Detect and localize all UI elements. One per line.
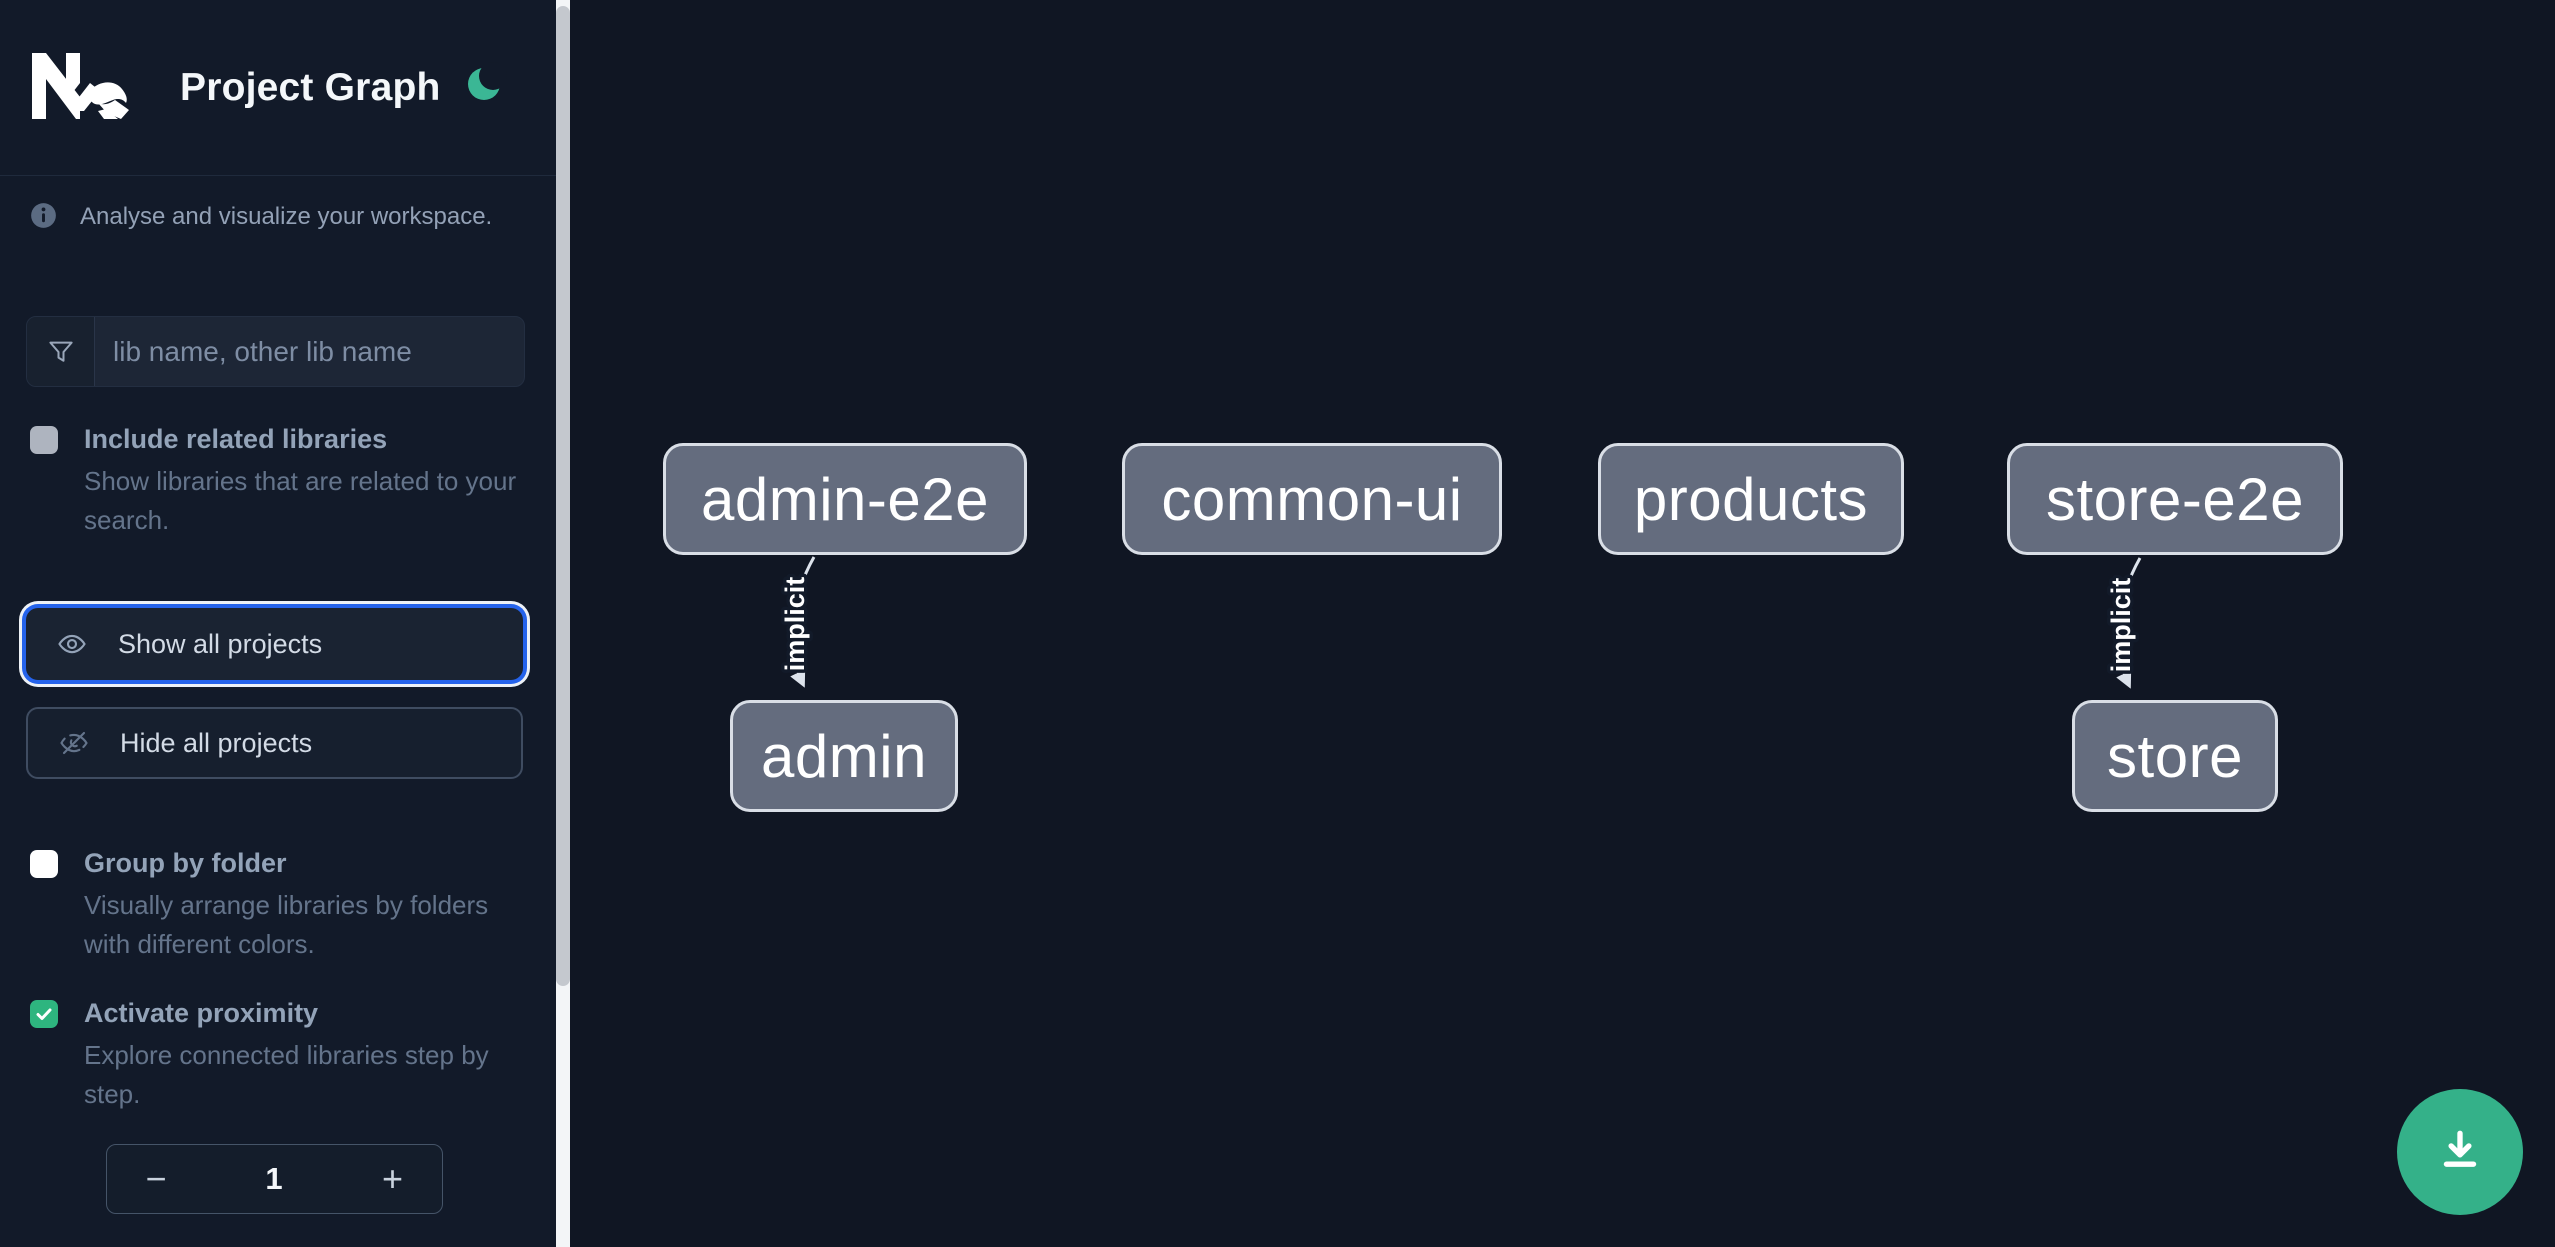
check-icon: [36, 1008, 52, 1020]
option-label: Include related libraries: [84, 424, 388, 454]
download-icon: [2443, 1130, 2477, 1167]
edge-label-admin-e2e-admin: implicit: [780, 577, 810, 672]
graph-edge-admin-e2e-admin: [790, 556, 816, 688]
increment-button[interactable]: +: [343, 1145, 442, 1213]
graph-node-admin[interactable]: admin: [730, 700, 958, 812]
sidebar-scrollbar[interactable]: [556, 0, 570, 1247]
option-description: Show libraries that are related to your …: [84, 466, 517, 535]
search-input[interactable]: [95, 317, 524, 386]
graph-node-store-e2e[interactable]: store-e2e: [2007, 443, 2343, 555]
option-label: Group by folder: [84, 848, 287, 878]
sidebar-header: Project Graph: [0, 0, 556, 176]
graph-node-admin-e2e[interactable]: admin-e2e: [663, 443, 1027, 555]
theme-toggle-button[interactable]: [462, 60, 510, 108]
eye-off-icon: [60, 731, 88, 755]
graph-edges-layer: implicit implicit: [777, 556, 2142, 689]
filter-funnel-icon: [27, 317, 95, 386]
option-description: Explore connected libraries step by step…: [84, 1040, 489, 1109]
option-description: Visually arrange libraries by folders wi…: [84, 890, 489, 959]
header-divider: [0, 175, 556, 176]
search-box: [26, 316, 525, 387]
show-all-projects-label: Show all projects: [118, 628, 323, 659]
graph-node-store[interactable]: store: [2072, 700, 2278, 812]
nx-logo-icon: [32, 53, 129, 119]
show-all-projects-button[interactable]: Show all projects: [26, 608, 523, 680]
checkbox-group-by-folder[interactable]: [30, 850, 58, 878]
download-graph-button[interactable]: [2397, 1089, 2523, 1215]
option-label: Activate proximity: [84, 998, 319, 1028]
checkbox-activate-proximity[interactable]: [30, 1000, 58, 1028]
proximity-depth-value: 1: [265, 1161, 283, 1196]
hide-all-projects-button[interactable]: Hide all projects: [26, 707, 523, 779]
graph-edge-store-e2e-store: [2116, 557, 2142, 689]
decrement-button[interactable]: −: [107, 1145, 205, 1213]
eye-icon: [58, 634, 86, 654]
graph-node-products[interactable]: products: [1598, 443, 1904, 555]
tagline-text: Analyse and visualize your workspace.: [80, 203, 493, 230]
page-title: Project Graph: [180, 66, 441, 109]
edge-label-store-e2e-store: implicit: [2106, 578, 2136, 673]
scrollbar-thumb[interactable]: [556, 6, 570, 986]
sidebar: Project Graph Analyse and visualize your…: [0, 0, 570, 1247]
hide-all-projects-label: Hide all projects: [120, 727, 313, 758]
proximity-depth-stepper: − 1 +: [106, 1144, 443, 1214]
graph-node-common-ui[interactable]: common-ui: [1122, 443, 1502, 555]
info-icon: [31, 203, 56, 228]
moon-icon: [468, 61, 507, 100]
checkbox-include-related[interactable]: [30, 426, 58, 454]
graph-canvas[interactable]: implicit implicit admin-e2e common-ui produ…: [570, 0, 2555, 1247]
